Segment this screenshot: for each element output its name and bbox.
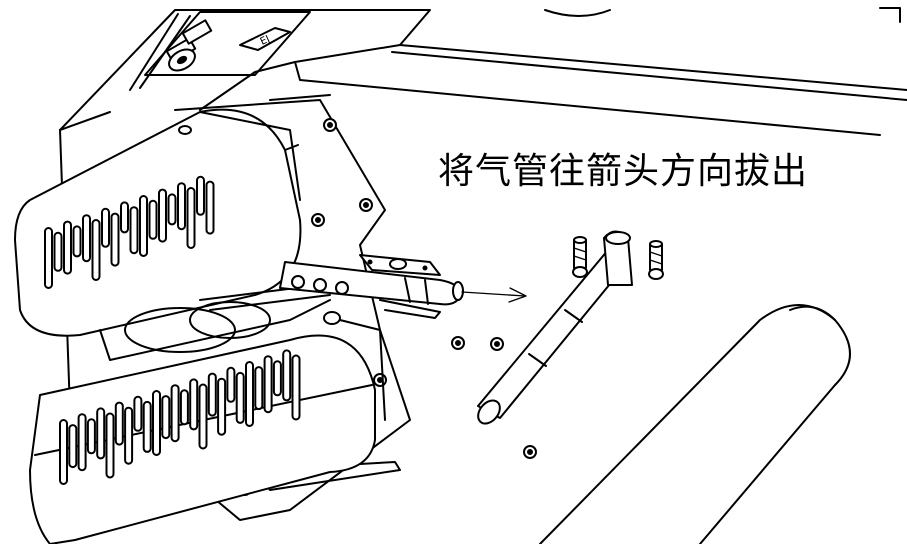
pull-direction-arrow bbox=[461, 287, 527, 303]
panel-button-2 bbox=[181, 19, 213, 45]
air-pipe-assembly bbox=[279, 254, 464, 319]
vent-slot bbox=[196, 175, 205, 216]
vent-slot bbox=[198, 383, 208, 450]
vent-slot bbox=[291, 354, 301, 421]
vent-slot bbox=[148, 199, 158, 240]
vent-slot bbox=[245, 361, 254, 427]
large-roller bbox=[539, 304, 851, 544]
vent-slot bbox=[272, 360, 282, 397]
vent-slot bbox=[114, 401, 124, 446]
vent-slot bbox=[101, 207, 110, 248]
vent-slot bbox=[179, 389, 189, 426]
vent-slot bbox=[207, 372, 217, 417]
vent-slot bbox=[226, 366, 236, 403]
vent-slot bbox=[189, 378, 199, 431]
vent-slot bbox=[59, 419, 68, 485]
upper-vent-slots bbox=[44, 175, 215, 289]
vent-slot bbox=[63, 220, 72, 275]
vent-slot bbox=[254, 366, 264, 411]
vent-slot bbox=[91, 219, 101, 281]
vent-slot bbox=[142, 400, 152, 453]
screw-right bbox=[648, 240, 664, 280]
vent-slot bbox=[170, 384, 180, 443]
vent-slot bbox=[68, 424, 78, 469]
panel-display bbox=[239, 27, 291, 51]
lower-vented-cover bbox=[29, 319, 386, 544]
vent-slot bbox=[96, 407, 106, 460]
vent-slot bbox=[129, 206, 139, 255]
vent-slot bbox=[110, 212, 120, 267]
vent-slot bbox=[133, 395, 143, 432]
vent-slot bbox=[105, 412, 115, 479]
vent-slot bbox=[152, 390, 161, 456]
vent-slot bbox=[263, 355, 273, 414]
vent-slot bbox=[186, 187, 196, 249]
screw-left bbox=[572, 236, 588, 278]
vent-slot bbox=[158, 188, 167, 243]
vent-slot bbox=[44, 227, 53, 289]
vent-slot bbox=[177, 182, 186, 231]
removed-rod bbox=[477, 230, 633, 425]
loose-nuts bbox=[451, 336, 537, 459]
vent-slot bbox=[124, 406, 134, 465]
vent-slot bbox=[82, 214, 91, 263]
machine-top-body bbox=[59, 7, 907, 411]
upper-vented-cover bbox=[14, 108, 302, 337]
vent-slot bbox=[217, 377, 227, 436]
vent-slot bbox=[72, 225, 82, 258]
lower-vent-slots bbox=[59, 349, 301, 485]
panel-label: EJ bbox=[259, 34, 272, 48]
vent-slot bbox=[205, 180, 215, 235]
vent-slot bbox=[86, 418, 96, 455]
vent-slot bbox=[77, 413, 87, 472]
vent-slot bbox=[161, 395, 171, 440]
vent-slot bbox=[235, 371, 245, 424]
vent-slot bbox=[282, 349, 292, 402]
control-panel: EJ bbox=[144, 11, 311, 76]
vent-slot bbox=[167, 193, 177, 226]
vent-slot bbox=[139, 195, 148, 257]
vent-slot bbox=[53, 231, 63, 272]
vent-slot bbox=[120, 201, 129, 234]
instruction-label: 将气管往箭头方向拔出 bbox=[438, 151, 809, 192]
